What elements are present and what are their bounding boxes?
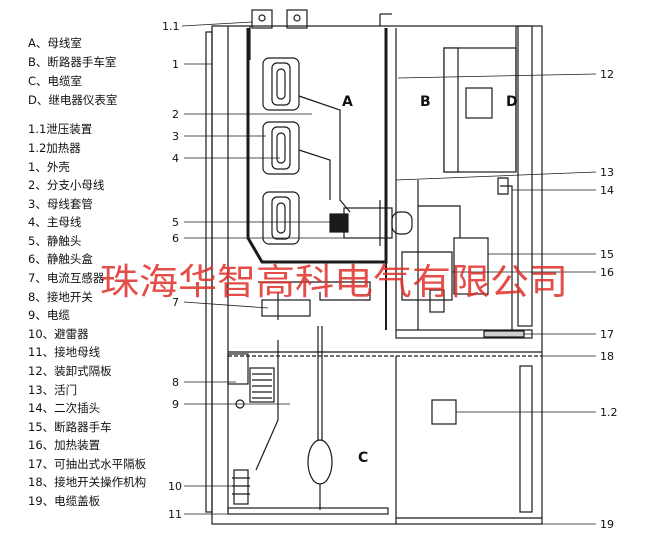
legend-part: 10、避雷器: [28, 327, 89, 341]
surge-arrester: [232, 469, 250, 505]
legend-part: 5、静触头: [28, 234, 82, 248]
callout-label: 9: [172, 398, 179, 411]
legend-part: 1.1泄压装置: [28, 122, 93, 136]
leader-lines: [181, 21, 597, 525]
bushing-middle: [262, 121, 300, 175]
callout-label: 17: [600, 328, 614, 341]
legend-part: 19、电缆盖板: [28, 494, 101, 508]
legend-part: 1、外壳: [28, 160, 70, 174]
legend-compartment-d: D、继电器仪表室: [28, 93, 118, 107]
callout-label: 1.2: [600, 406, 618, 419]
current-transformer: [258, 281, 371, 320]
callout-label: 8: [172, 376, 179, 389]
callout-label: 1.1: [162, 20, 180, 33]
legend-part: 4、主母线: [28, 215, 82, 229]
callout-label: 2: [172, 108, 179, 121]
static-contact: [329, 200, 413, 246]
bushing-upper: [262, 57, 300, 111]
compartment-label-a: A: [342, 94, 353, 110]
legend-part: 14、二次插头: [28, 401, 101, 415]
legend-part: 6、静触头盒: [28, 252, 93, 266]
callout-label: 15: [600, 248, 614, 261]
callout-label: 13: [600, 166, 614, 179]
busbar-compartment-outline: [246, 28, 388, 264]
heater: [431, 399, 457, 425]
breaker-truck: [401, 205, 489, 313]
legend-compartment-b: B、断路器手车室: [28, 55, 117, 69]
callouts: 1.1 1 2 3 4 5 6 7 8 9 10 11 12 13 14 15 …: [162, 20, 618, 531]
legend-part: 15、断路器手车: [28, 420, 112, 434]
legend-part: 8、接地开关: [28, 290, 93, 304]
legend-part: 18、接地开关操作机构: [28, 475, 147, 489]
callout-label: 5: [172, 216, 179, 229]
compartment-label-d: D: [506, 94, 518, 110]
callout-label: 4: [172, 152, 179, 165]
cable: [307, 326, 333, 510]
callout-label: 7: [172, 296, 179, 309]
earthing-switch: [227, 340, 279, 471]
enclosure: [205, 9, 543, 525]
callout-label: 1: [172, 58, 179, 71]
callout-label: 18: [600, 350, 614, 363]
legend-part: 12、装卸式隔板: [28, 364, 112, 378]
callout-label: 14: [600, 184, 614, 197]
legend-part: 3、母线套管: [28, 197, 93, 211]
callout-label: 6: [172, 232, 179, 245]
legend-part: 16、加热装置: [28, 438, 101, 452]
legend-part: 11、接地母线: [28, 345, 101, 359]
compartment-label-b: B: [420, 94, 431, 110]
bushing-lower: [262, 191, 300, 245]
watermark-text: 珠海华智高科电气有限公司: [100, 262, 568, 303]
legend-part: 13、活门: [28, 383, 78, 397]
branch-busbar: [298, 95, 351, 213]
legend-part: 9、电缆: [28, 308, 70, 322]
callout-label: 3: [172, 130, 179, 143]
legend-part: 17、可抽出式水平隔板: [28, 457, 147, 471]
compartment-label-c: C: [358, 450, 368, 466]
callout-label: 11: [168, 508, 182, 521]
legend-part: 2、分支小母线: [28, 178, 105, 192]
legend-part: 7、电流互感器: [28, 271, 105, 285]
legend-compartment-c: C、电缆室: [28, 74, 83, 88]
relay-compartment: [443, 25, 533, 327]
legend-compartment-a: A、母线室: [28, 36, 82, 50]
legend-part: 1.2加热器: [28, 141, 81, 155]
earth-bus: [227, 507, 389, 515]
compartment-letters: A B C D: [342, 94, 518, 466]
callout-label: 10: [168, 480, 182, 493]
callout-label: 12: [600, 68, 614, 81]
callout-label: 19: [600, 518, 614, 531]
callout-label: 16: [600, 266, 614, 279]
